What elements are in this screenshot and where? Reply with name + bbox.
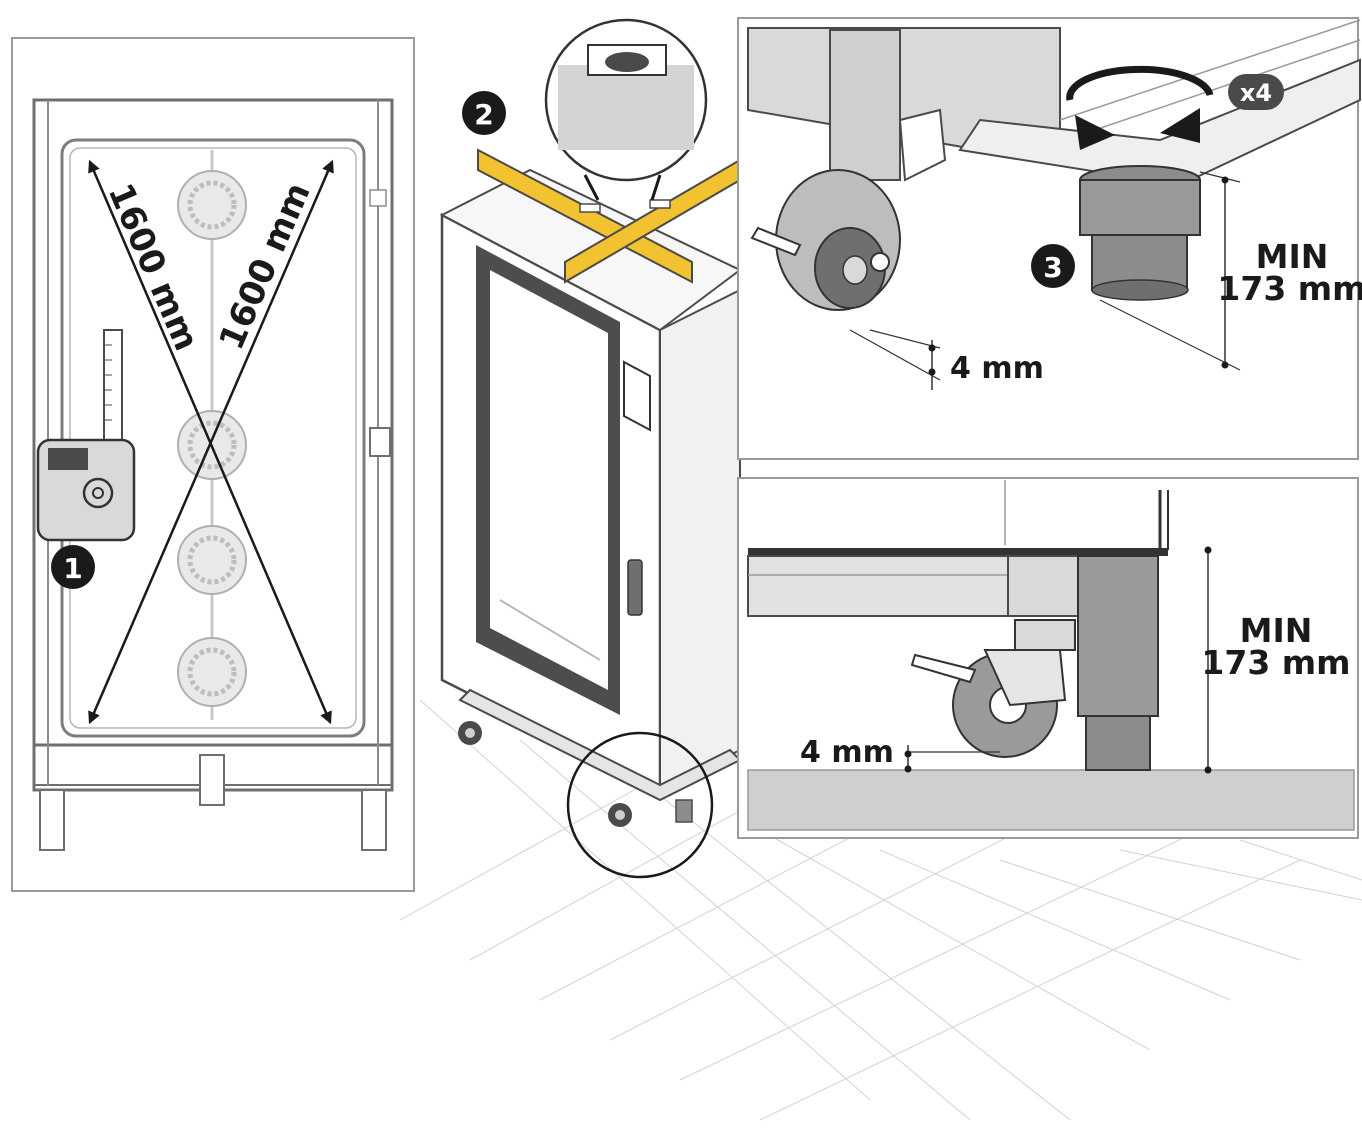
control-panel bbox=[623, 360, 651, 432]
fan-icon bbox=[177, 525, 247, 595]
rotate-arrows-icon bbox=[1066, 65, 1214, 150]
caster-wheel bbox=[608, 803, 632, 827]
fan-icon bbox=[177, 170, 247, 240]
step-badge-1: 1 bbox=[51, 545, 95, 589]
svg-text:2: 2 bbox=[474, 98, 493, 131]
step-badge-2: 2 bbox=[462, 91, 506, 135]
adjustable-foot-side bbox=[1085, 715, 1151, 771]
drain-fitting bbox=[199, 754, 225, 806]
base-frame-rail bbox=[747, 555, 1009, 617]
spirit-level-icon bbox=[477, 148, 741, 284]
door-hinge bbox=[369, 427, 391, 457]
panel-2-isometric-oven: 2 bbox=[439, 18, 742, 879]
gap-value: 4 mm bbox=[800, 735, 894, 770]
adjustable-foot bbox=[675, 799, 693, 823]
foot bbox=[361, 789, 387, 851]
svg-text:1: 1 bbox=[63, 552, 82, 585]
panel-1-front-view: 1600 mm 1600 mm 1 bbox=[11, 37, 415, 892]
door-gasket bbox=[60, 138, 366, 738]
caster-wheel-detail bbox=[750, 169, 901, 311]
svg-text:3: 3 bbox=[1043, 251, 1062, 284]
tape-measure-icon bbox=[36, 329, 136, 542]
oven-side bbox=[659, 288, 741, 792]
floor-surface bbox=[747, 769, 1355, 831]
diagonal-measure-right bbox=[88, 159, 334, 725]
door-handle bbox=[627, 559, 643, 616]
fan-icon bbox=[177, 637, 247, 707]
panel-4-side-detail: MIN 173 mm 4 mm bbox=[737, 477, 1359, 839]
detail-callout-circle bbox=[566, 731, 714, 879]
caster-wheel bbox=[458, 721, 482, 745]
quantity-badge: x4 bbox=[1228, 74, 1284, 110]
svg-text:x4: x4 bbox=[1240, 79, 1272, 107]
caster-wheel-side bbox=[910, 619, 1076, 758]
floor-grid bbox=[399, 699, 1362, 1121]
gap-value: 4 mm bbox=[950, 351, 1044, 386]
panel-3-foot-adjustment: x4 3 MIN 173 mm 4 mm bbox=[737, 17, 1362, 460]
min-height-value: 173 mm bbox=[1201, 643, 1350, 682]
min-label: MIN bbox=[1240, 611, 1313, 650]
support-leg bbox=[1077, 555, 1159, 717]
min-label: MIN bbox=[1256, 237, 1329, 276]
adjustable-foot-detail bbox=[1079, 165, 1201, 301]
foot bbox=[39, 789, 65, 851]
bubble-level-magnifier bbox=[544, 18, 708, 201]
door-glass bbox=[490, 270, 608, 690]
step-badge-3: 3 bbox=[1031, 244, 1075, 288]
min-height-value: 173 mm bbox=[1217, 269, 1362, 308]
